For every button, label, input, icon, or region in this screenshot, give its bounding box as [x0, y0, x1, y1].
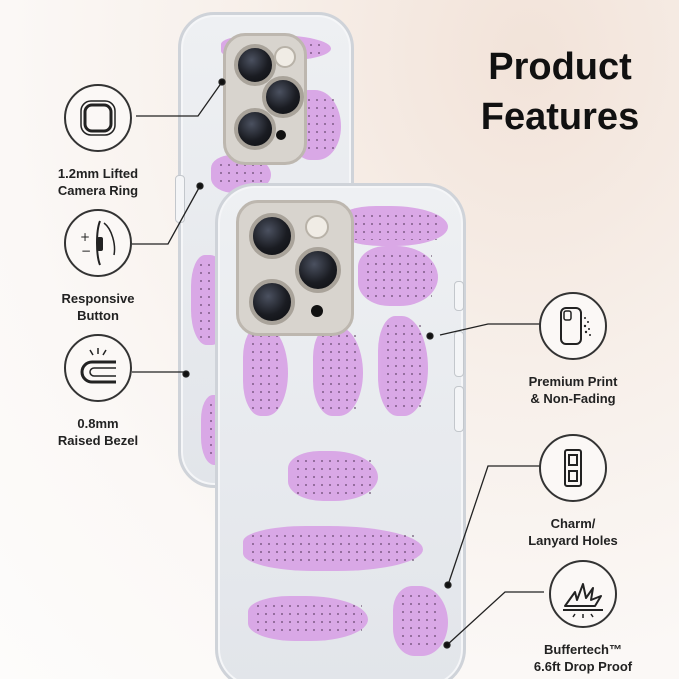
feature-label: Premium Print & Non-Fading — [518, 373, 628, 407]
feature-label: Buffertech™ 6.6ft Drop Proof — [518, 641, 648, 675]
feature-label: 1.2mm Lifted Camera Ring — [48, 165, 148, 199]
feature-label-line: 1.2mm Lifted — [57, 166, 139, 181]
camera-lens — [295, 247, 341, 293]
lanyard-holes-icon-circle — [539, 434, 607, 502]
raised-bezel-icon — [80, 348, 116, 384]
leopard-pattern — [243, 526, 423, 571]
camera-lens — [249, 213, 295, 259]
feature-responsive-button: + − Responsive Button — [48, 209, 148, 324]
camera-lens — [234, 44, 276, 86]
feature-label-line: 6.6ft Drop Proof — [533, 659, 633, 674]
feature-label: Charm/ Lanyard Holes — [518, 515, 628, 549]
camera-lens — [234, 108, 276, 150]
feature-drop-proof: Buffertech™ 6.6ft Drop Proof — [518, 560, 648, 675]
page-title: Product Features — [440, 42, 679, 142]
feature-label-line: & Non-Fading — [530, 391, 616, 406]
camera-lens — [262, 76, 304, 118]
feature-label-line: Charm/ — [550, 516, 596, 531]
camera-flash — [305, 215, 329, 239]
camera-bump — [236, 200, 354, 336]
leopard-pattern — [248, 596, 368, 641]
feature-label: Responsive Button — [48, 290, 148, 324]
drop-proof-icon-circle — [549, 560, 617, 628]
lanyard-holes-icon — [564, 449, 582, 487]
camera-lens — [249, 279, 295, 325]
camera-flash — [274, 46, 296, 68]
feature-raised-bezel: 0.8mm Raised Bezel — [48, 334, 148, 449]
camera-ring-icon — [80, 100, 116, 136]
drop-proof-icon — [563, 583, 603, 618]
phone-case-front — [215, 183, 466, 679]
svg-text:+: + — [80, 230, 90, 244]
title-line: Features — [480, 96, 640, 138]
microphone-hole — [276, 130, 286, 140]
feature-lanyard-holes: Charm/ Lanyard Holes — [518, 434, 628, 549]
responsive-button-icon: + − — [80, 220, 116, 266]
title-line: Product — [488, 46, 632, 88]
leopard-pattern — [338, 206, 448, 246]
feature-camera-ring: 1.2mm Lifted Camera Ring — [48, 84, 148, 199]
camera-bump — [223, 33, 307, 165]
leopard-pattern — [288, 451, 378, 501]
feature-label-line: Responsive — [61, 291, 135, 306]
responsive-button-icon-circle: + − — [64, 209, 132, 277]
camera-ring-icon-circle — [64, 84, 132, 152]
side-button — [454, 331, 464, 377]
leopard-pattern — [313, 326, 363, 416]
leopard-pattern — [378, 316, 428, 416]
feature-label-line: Premium Print — [528, 374, 618, 389]
feature-label-line: Buffertech™ — [543, 642, 622, 657]
phone-print-icon-circle — [539, 292, 607, 360]
leopard-pattern — [243, 326, 288, 416]
microphone-hole — [311, 305, 323, 317]
side-button — [454, 386, 464, 432]
feature-premium-print: Premium Print & Non-Fading — [518, 292, 628, 407]
svg-text:−: − — [81, 244, 91, 258]
feature-label-line: Camera Ring — [57, 183, 139, 198]
feature-label-line: 0.8mm — [77, 416, 119, 431]
leopard-pattern — [393, 586, 448, 656]
raised-bezel-icon-circle — [64, 334, 132, 402]
feature-label-line: Raised Bezel — [57, 433, 139, 448]
feature-label-line: Lanyard Holes — [528, 533, 618, 548]
leopard-pattern — [358, 246, 438, 306]
side-button — [454, 281, 464, 311]
feature-label: 0.8mm Raised Bezel — [48, 415, 148, 449]
phone-print-icon — [560, 307, 591, 345]
feature-label-line: Button — [77, 308, 119, 323]
